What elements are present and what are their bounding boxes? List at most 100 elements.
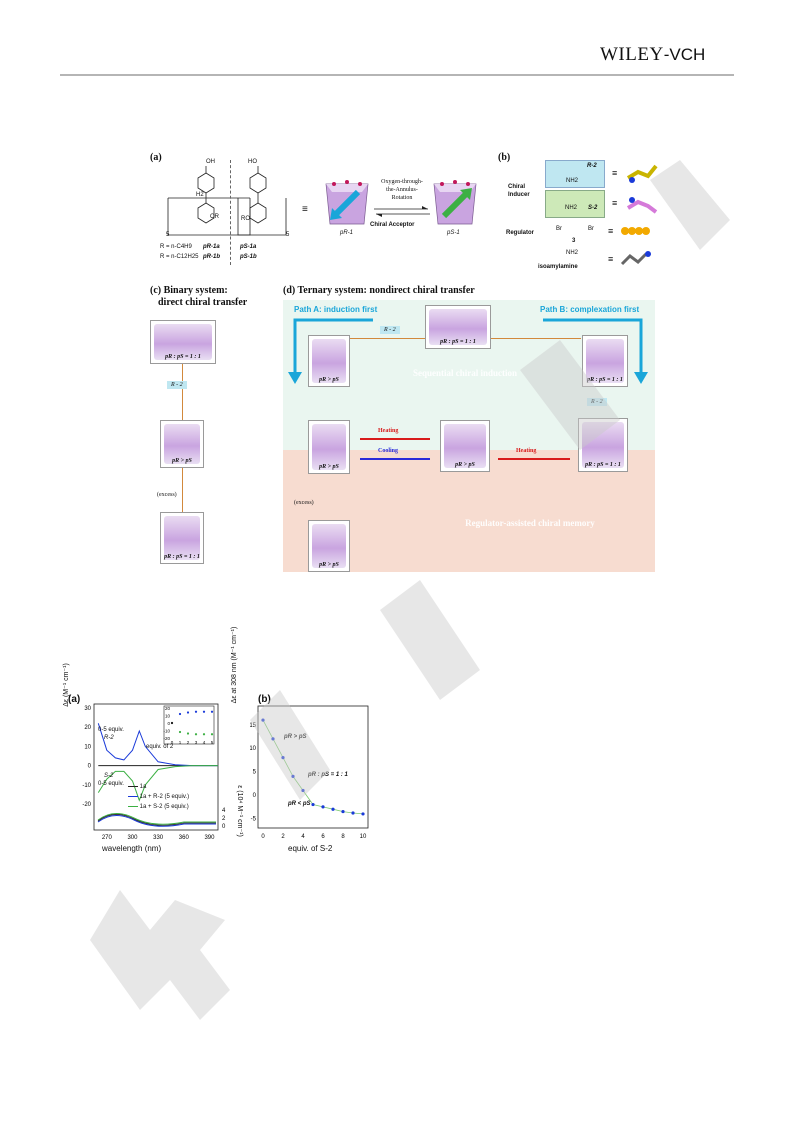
binary-arrow-2	[182, 468, 183, 512]
fig2a-inset-point	[210, 710, 214, 713]
fig2a-legend-item-2: 1a + R-2 (5 equiv.)	[128, 792, 189, 802]
ternary-a2-ratio: pR > pS	[319, 464, 339, 470]
fig2a-inset-xtick-label: 1	[179, 740, 182, 745]
isoamylamine-model	[620, 251, 651, 266]
fig2a-inset-ytick-label: 0	[167, 721, 170, 726]
fig2a-ytick-label: 0	[88, 764, 92, 770]
fig2b-data-point	[361, 812, 365, 816]
s2-equiv-sign: ≡	[612, 198, 618, 208]
fig2b-ann-gt: pR > pS	[284, 734, 307, 740]
fig2a-legend-label-2: 1a + R-2 (5 equiv.)	[139, 794, 190, 800]
rotation-line-1: Oxygen-through-	[381, 179, 423, 185]
fig2a-inset-xtick-label: 5	[211, 740, 214, 745]
fig2b-ytick-label: 10	[250, 746, 257, 752]
fig2a-legend-item-1: 1a	[128, 782, 189, 792]
rotation-line-3: Rotation	[391, 195, 413, 201]
fig2b-xtick-label: 10	[360, 834, 367, 840]
five-label-right: 5	[286, 232, 290, 238]
fig2a-inset-point	[210, 733, 214, 736]
compound-pR1a: pR-1a	[203, 244, 220, 250]
binary-arrow-1	[182, 364, 183, 420]
fig2a-inset-xtick-label: 3	[195, 740, 198, 745]
memory-label: Regulator-assisted chiral memory	[465, 518, 595, 528]
fig2a-inset-xtick-label: 4	[203, 740, 206, 745]
scheme-panel-a-label: (a)	[150, 152, 162, 163]
r2-equiv-sign: ≡	[612, 168, 618, 178]
fig2b-xlabel: equiv. of S-2	[288, 844, 333, 853]
r2-nh2: NH2	[566, 178, 579, 184]
ternary-b1-ratio: pR : pS = 1 : 1	[587, 377, 623, 383]
binary-start-box: pR : pS = 1 : 1	[150, 320, 216, 364]
path-a-label: Path A: induction first	[294, 305, 378, 314]
or-label: OR	[210, 214, 219, 220]
ternary-excess: (excess)	[294, 500, 314, 506]
fig2a-ylabel: Δε (M⁻¹ cm⁻¹)	[63, 663, 70, 707]
publisher-logo-main: WILEY	[600, 44, 664, 65]
fig2a-ytick-label: -20	[82, 802, 91, 808]
fig2a-xlabel: wavelength (nm)	[102, 844, 162, 853]
rotation-text: Oxygen-through- the-Annulus- Rotation	[362, 178, 442, 202]
fig2a-ann-r2: R-2	[104, 735, 114, 741]
chiral-inducer-line-2: Inducer	[508, 192, 530, 198]
oh-label: OH	[206, 159, 215, 165]
heating-arrow-left	[360, 438, 430, 440]
fig2b-frame	[257, 705, 369, 829]
fig2a-xtick-label: 390	[204, 835, 215, 841]
pS1-cup-illustration	[433, 180, 477, 225]
ternary-b2-ratio: pR : pS = 1 : 1	[585, 462, 621, 468]
fig2a-ann-r2-equiv: 0-5 equiv.	[98, 727, 124, 733]
s2-label: S-2	[588, 205, 598, 211]
fig2a-ytick-label: -10	[82, 783, 91, 789]
ternary-start-ratio: pR : pS = 1 : 1	[440, 339, 476, 345]
fig2a-inset-point	[178, 730, 182, 734]
fig2b-ytick-label: 15	[250, 723, 257, 729]
fig2a-inset-point	[186, 732, 190, 735]
binary-excess: (excess)	[157, 492, 177, 498]
ternary-center-box: pR > pS	[440, 420, 490, 472]
fig2b-data-point	[351, 811, 355, 815]
heating-arrow-right	[498, 458, 570, 460]
fig2a-legend: 1a 1a + R-2 (5 equiv.) 1a + S-2 (5 equiv…	[128, 782, 189, 812]
cooling-label: Cooling	[378, 448, 399, 454]
path-arrows	[288, 318, 648, 384]
fig2b-xtick-label: 6	[321, 834, 325, 840]
fig2-panel-b-label: (b)	[258, 694, 271, 705]
fig2a-inset-ytick-label: 20	[165, 706, 171, 711]
fig2a-inset-ytick-label: 10	[165, 714, 171, 719]
fig2b-ann-eq: pR : pS = 1 : 1	[308, 772, 348, 778]
ternary-center-ratio: pR > pS	[455, 462, 475, 468]
calixarene-structure-right	[237, 166, 287, 236]
pR1-label: pR-1	[340, 230, 354, 236]
regulator-br-right: Br	[588, 226, 594, 232]
compound-pR1b: pR-1b	[203, 254, 220, 260]
fig2b-xtick-label: 2	[281, 834, 285, 840]
fig2b-ytick-label: -5	[251, 817, 257, 823]
ro-label: RO	[241, 216, 250, 222]
ternary-a1-box: pR > pS	[308, 335, 350, 387]
binary-mid-ratio: pR > pS	[172, 458, 192, 464]
ternary-b2-box: pR : pS = 1 : 1	[578, 418, 628, 472]
fig2b-ytick-label: 0	[253, 793, 257, 799]
fig2a-ytick-label: 30	[84, 706, 91, 712]
r-line-1: R = n-C4H9	[160, 244, 192, 250]
publisher-logo-suffix: -VCH	[663, 45, 706, 64]
r2-label: R-2	[587, 163, 597, 169]
fig2a-xtick-label: 300	[127, 835, 138, 841]
fig2b-data-point	[331, 807, 335, 811]
regulator-br-left: Br	[556, 226, 562, 232]
fig2a-legend-item-3: 1a + S-2 (5 equiv.)	[128, 802, 189, 812]
binary-start-ratio: pR : pS = 1 : 1	[165, 354, 201, 360]
ho-label: HO	[248, 159, 257, 165]
fig2b-data-point	[301, 788, 305, 793]
ternary-a3-ratio: pR > pS	[319, 562, 339, 568]
fig2a-inset-point	[178, 712, 182, 716]
five-label-left: 5	[166, 232, 170, 238]
fig2b-xtick-label: 8	[341, 834, 345, 840]
regulator-equiv-sign: ≡	[608, 226, 614, 236]
ternary-start-box: pR : pS = 1 : 1	[425, 305, 491, 349]
equilibrium-arrows	[374, 206, 430, 217]
divider	[230, 160, 231, 265]
binary-r2-tag: R - 2	[167, 381, 187, 389]
